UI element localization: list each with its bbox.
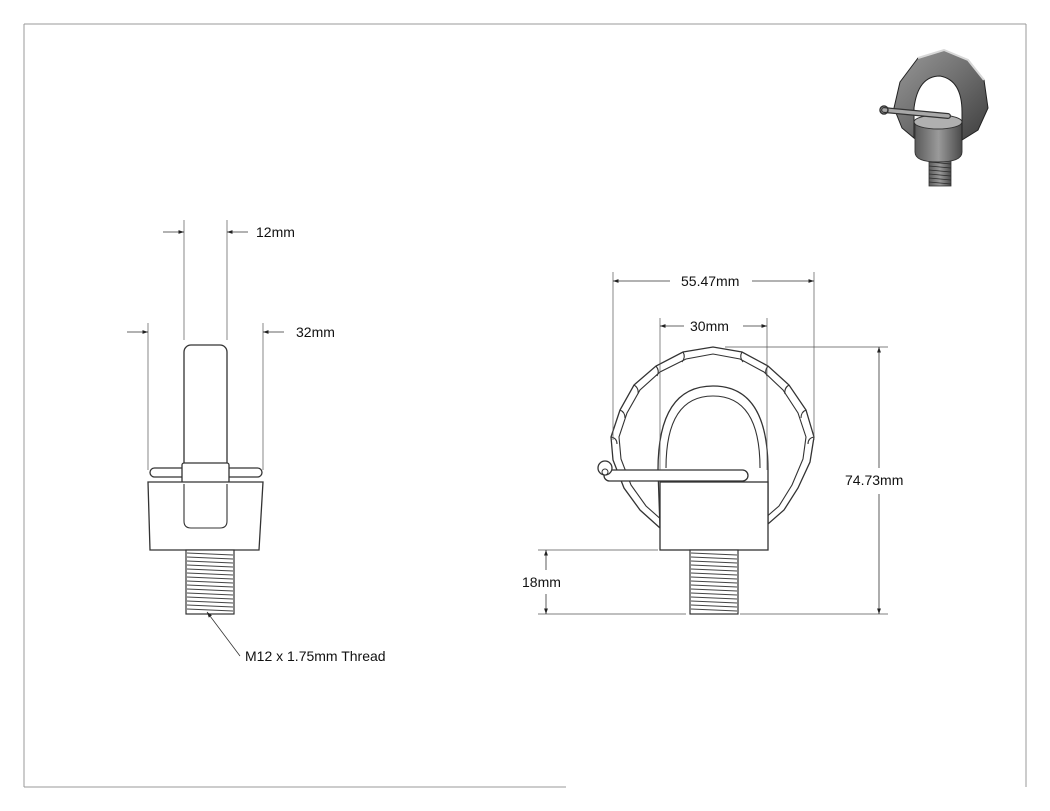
thread-callout: M12 x 1.75mm Thread bbox=[206, 611, 386, 664]
thread-line bbox=[186, 560, 234, 564]
dim-outer-width-label: 55.47mm bbox=[681, 273, 739, 289]
dim-thread-length: 18mm bbox=[522, 549, 686, 615]
thread-line bbox=[690, 572, 738, 576]
thread-line bbox=[186, 604, 234, 608]
thread-callout-label: M12 x 1.75mm Thread bbox=[245, 648, 386, 664]
thread-line bbox=[186, 556, 234, 560]
side-thread-part bbox=[185, 549, 235, 615]
thread-line bbox=[690, 592, 738, 596]
front-body-part bbox=[659, 481, 769, 551]
thread-line bbox=[690, 556, 738, 560]
dim-inner-width: 30mm bbox=[659, 318, 768, 470]
thread-line bbox=[690, 568, 738, 572]
thread-line bbox=[186, 596, 234, 600]
thread-line bbox=[690, 584, 738, 588]
side-view: 12mm 32mm M12 x 1.75mm Thread bbox=[127, 220, 386, 664]
drawing-frame bbox=[23, 23, 1027, 788]
thread-line bbox=[186, 592, 234, 596]
thread-line bbox=[690, 604, 738, 608]
side-body-part bbox=[147, 481, 264, 551]
dim-overall-width: 32mm bbox=[127, 323, 335, 470]
dim-overall-width-label: 32mm bbox=[296, 324, 335, 340]
thread-line bbox=[690, 560, 738, 564]
dim-outer-width: 55.47mm bbox=[612, 272, 815, 440]
dim-overall-height: 74.73mm bbox=[725, 346, 903, 615]
thread-line bbox=[186, 568, 234, 572]
thread-line bbox=[690, 600, 738, 604]
thread-line bbox=[186, 588, 234, 592]
thread-line bbox=[186, 608, 234, 612]
thread-line bbox=[186, 564, 234, 568]
thread-line bbox=[186, 552, 234, 556]
thread-line bbox=[186, 600, 234, 604]
thread-line bbox=[690, 608, 738, 612]
dim-inner-width-label: 30mm bbox=[690, 318, 729, 334]
dim-shank-width-label: 12mm bbox=[256, 224, 295, 240]
front-view: 55.47mm 30mm 74.73mm 18mm bbox=[522, 272, 903, 615]
thread-line bbox=[690, 552, 738, 556]
swivel-hoist-ring-iso-icon bbox=[879, 48, 989, 187]
dim-overall-height-label: 74.73mm bbox=[845, 472, 903, 488]
thread-line bbox=[186, 576, 234, 580]
thread-line bbox=[690, 576, 738, 580]
front-pin-part bbox=[597, 460, 749, 482]
thread-line bbox=[690, 596, 738, 600]
thread-line bbox=[690, 588, 738, 592]
dim-thread-length-label: 18mm bbox=[522, 574, 561, 590]
thread-line bbox=[186, 584, 234, 588]
thread-line bbox=[186, 580, 234, 584]
side-collar-part bbox=[181, 462, 230, 484]
thread-line bbox=[186, 572, 234, 576]
thread-line bbox=[690, 580, 738, 584]
thread-line bbox=[690, 564, 738, 568]
front-thread-part bbox=[689, 549, 739, 615]
dim-shank-width: 12mm bbox=[163, 220, 295, 340]
